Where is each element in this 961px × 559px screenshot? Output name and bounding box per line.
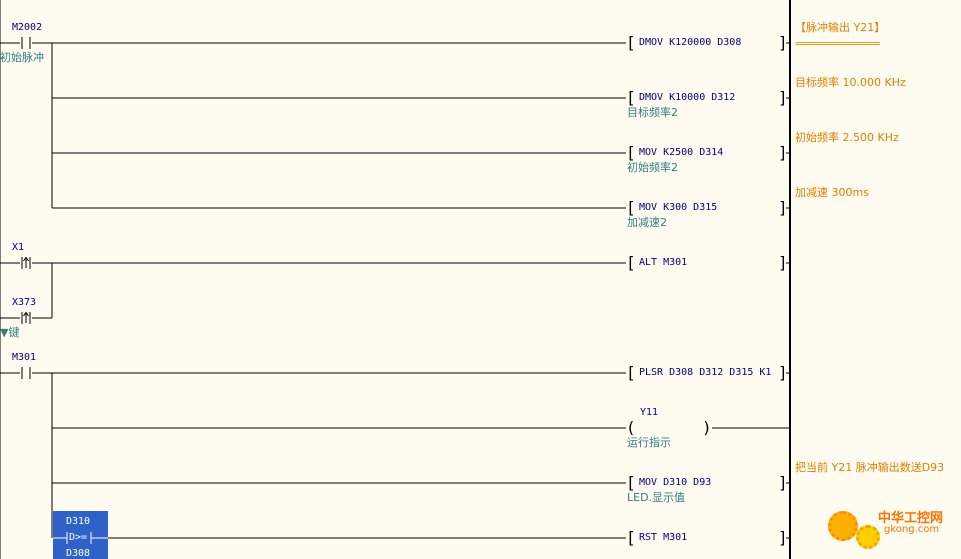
bracket-left: [ bbox=[626, 198, 636, 217]
note-accel: 加减速 300ms bbox=[795, 186, 869, 199]
note-target-freq: 目标频率 10.000 KHz bbox=[795, 76, 906, 89]
coil-left-paren: ( bbox=[626, 418, 636, 437]
contact-m2002-device: M2002 bbox=[12, 22, 43, 33]
note-underline: =============== bbox=[795, 37, 880, 50]
contact-x373[interactable] bbox=[0, 311, 31, 324]
bracket-right: ] bbox=[778, 473, 788, 492]
compare-contact[interactable]: D310 D>= D308 bbox=[53, 511, 108, 559]
contact-x373-device: X373 bbox=[12, 297, 37, 308]
instruction-text: DMOV K120000 D308 bbox=[639, 37, 742, 48]
bracket-left: [ bbox=[626, 33, 636, 52]
instruction-comment: 目标频率2 bbox=[627, 106, 678, 119]
contact-m301-device: M301 bbox=[12, 352, 37, 363]
note-initial-freq: 初始频率 2.500 KHz bbox=[795, 131, 899, 144]
instruction-text: DMOV K10000 D312 bbox=[639, 92, 736, 103]
contact-x1-device: X1 bbox=[12, 242, 25, 253]
contact-x373-comment: ▼键 bbox=[0, 326, 20, 339]
instruction-comment: 初始频率2 bbox=[627, 161, 678, 174]
bracket-left: [ bbox=[626, 88, 636, 107]
bracket-right: ] bbox=[778, 88, 788, 107]
compare-operator: D>= bbox=[69, 532, 88, 543]
instruction-text: PLSR D308 D312 D315 K1 bbox=[639, 367, 772, 378]
bracket-left: [ bbox=[626, 473, 636, 492]
gear-icon bbox=[856, 525, 880, 549]
bracket-left: [ bbox=[626, 528, 636, 547]
bracket-left: [ bbox=[626, 253, 636, 272]
note-output-d93: 把当前 Y21 脉冲输出数送D93 bbox=[795, 461, 945, 474]
contact-m2002-comment: 初始脉冲 bbox=[0, 51, 44, 64]
contact-x1[interactable] bbox=[0, 256, 31, 269]
bracket-left: [ bbox=[626, 363, 636, 382]
compare-bottom-operand: D308 bbox=[66, 548, 91, 559]
bracket-right: ] bbox=[778, 33, 788, 52]
watermark-url: gkong.com bbox=[884, 524, 940, 535]
instruction-text: RST M301 bbox=[639, 532, 688, 543]
instruction-comment: 加减速2 bbox=[627, 216, 667, 229]
bracket-left: [ bbox=[626, 143, 636, 162]
coil-device: Y11 bbox=[640, 407, 659, 418]
bracket-right: ] bbox=[778, 143, 788, 162]
coil-right-paren: ) bbox=[702, 418, 712, 437]
bracket-right: ] bbox=[778, 363, 788, 382]
bracket-right: ] bbox=[778, 253, 788, 272]
compare-symbol bbox=[53, 532, 108, 544]
instruction-text: ALT M301 bbox=[639, 257, 688, 268]
instruction-text: MOV K2500 D314 bbox=[639, 147, 724, 158]
coil-comment: 运行指示 bbox=[627, 436, 671, 449]
contact-m2002[interactable] bbox=[0, 37, 31, 49]
compare-top-operand: D310 bbox=[66, 516, 91, 527]
instruction-text: MOV K300 D315 bbox=[639, 202, 718, 213]
gear-icon bbox=[828, 511, 858, 541]
watermark-text: 中华工控网 bbox=[878, 511, 944, 526]
note-title: 【脉冲输出 Y21】 bbox=[795, 21, 886, 34]
watermark-logo: 中华工控网 gkong.com bbox=[826, 505, 956, 555]
bracket-right: ] bbox=[778, 528, 788, 547]
bracket-right: ] bbox=[778, 198, 788, 217]
contact-m301[interactable] bbox=[0, 367, 31, 379]
instruction-text: MOV D310 D93 bbox=[639, 477, 712, 488]
instruction-comment: LED.显示值 bbox=[627, 491, 686, 504]
